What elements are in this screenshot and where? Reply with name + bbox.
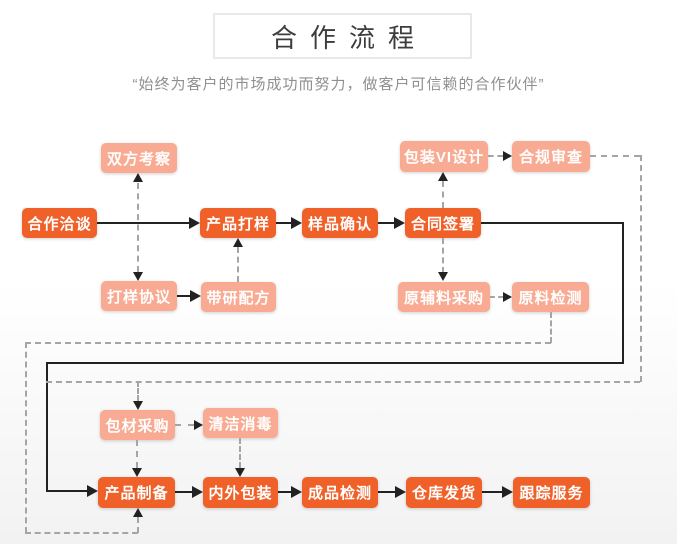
- node-cooperation-talks: 合作洽谈: [22, 208, 97, 238]
- dashed-testing-loop-seg3: [25, 342, 27, 533]
- dashed-packing-to-cleaning-line: [175, 424, 194, 426]
- node-contract-signing: 合同签署: [405, 208, 481, 238]
- dashed-packing-to-preparation-line: [136, 440, 138, 468]
- node-raw-material-procurement: 原辅料采购: [398, 282, 490, 312]
- dashed-into-packing-procurement-head-icon: [133, 401, 143, 410]
- connector-contract-loop-seg4: [46, 362, 48, 491]
- connector-contract-loop-seg5: [46, 490, 87, 492]
- node-packing-material-procurement: 包材采购: [100, 410, 175, 440]
- connector-contract-loop-seg2: [622, 222, 624, 364]
- dashed-packing-to-cleaning-head-icon: [194, 420, 203, 430]
- arrow-talks-to-sampling-head-icon: [189, 217, 200, 229]
- node-cleaning-disinfection: 清洁消毒: [203, 408, 278, 438]
- arrow-packaging-to-testing-line: [278, 491, 291, 493]
- node-warehouse-shipping: 仓库发货: [406, 477, 482, 508]
- dashed-testing-loop-seg5: [137, 517, 139, 533]
- node-tracking-service: 跟踪服务: [513, 477, 590, 508]
- dashed-testing-loop-seg4: [25, 532, 138, 534]
- arrow-into-preparation-head-icon: [87, 485, 98, 497]
- dashed-up-to-inspection-head-icon: [133, 173, 143, 182]
- dashed-contract-to-vi-head-icon: [438, 172, 448, 181]
- dashed-testing-loop-seg2: [25, 342, 551, 344]
- page-title: 合作流程: [270, 22, 427, 53]
- arrow-talks-to-sampling-line: [97, 222, 189, 224]
- dashed-compliance-loop-seg2: [640, 155, 642, 382]
- node-inner-outer-packaging: 内外包装: [203, 477, 278, 508]
- dashed-compliance-loop-seg3: [46, 381, 640, 383]
- arrow-confirmation-to-contract-head-icon: [394, 217, 405, 229]
- dashed-contract-to-procurement-head-icon: [438, 272, 448, 281]
- arrow-sampling-to-confirmation-head-icon: [291, 217, 302, 229]
- node-mutual-inspection: 双方考察: [101, 143, 177, 173]
- dashed-cleaning-to-packaging-line: [239, 438, 241, 468]
- arrow-packaging-to-testing-head-icon: [291, 486, 302, 498]
- dashed-contract-to-vi-line: [442, 181, 444, 208]
- dashed-inspection-agreement-line: [137, 183, 139, 272]
- node-packaging-vi-design: 包装VI设计: [400, 141, 488, 172]
- dashed-cleaning-to-packaging-head-icon: [235, 468, 245, 477]
- dashed-vi-to-compliance-head-icon: [503, 151, 512, 161]
- dashed-testing-loop-seg1: [550, 312, 552, 343]
- title-box: 合作流程: [213, 13, 472, 59]
- arrow-shipping-to-tracking-line: [482, 491, 502, 493]
- dashed-into-preparation-bottom-head-icon: [133, 508, 143, 517]
- dashed-procurement-to-testing-line: [490, 296, 503, 298]
- dashed-compliance-loop-seg1: [590, 155, 640, 157]
- page-subtitle: “始终为客户的市场成功而努力，做客户可信赖的合作伙伴”: [132, 76, 545, 93]
- dashed-compliance-loop-seg4: [137, 381, 139, 401]
- node-product-sampling: 产品打样: [200, 208, 276, 238]
- node-rd-formula: 带研配方: [201, 282, 276, 312]
- arrow-testing-to-shipping-head-icon: [395, 486, 406, 498]
- node-compliance-review: 合规审查: [512, 141, 590, 172]
- node-sampling-agreement: 打样协议: [101, 281, 177, 311]
- arrow-testing-to-shipping-line: [378, 491, 395, 493]
- node-sample-confirmation: 样品确认: [302, 208, 378, 238]
- arrow-agreement-to-formula-head-icon: [190, 290, 201, 302]
- node-raw-material-testing: 原料检测: [512, 282, 589, 312]
- connector-contract-loop-seg1: [481, 222, 624, 224]
- dashed-formula-to-sampling-head-icon: [233, 238, 243, 247]
- arrow-preparation-to-packaging-line: [175, 491, 192, 493]
- arrow-sampling-to-confirmation-line: [276, 222, 291, 224]
- arrow-preparation-to-packaging-head-icon: [192, 486, 203, 498]
- dashed-formula-to-sampling-line: [237, 247, 239, 282]
- arrow-confirmation-to-contract-line: [378, 222, 394, 224]
- dashed-down-to-agreement-head-icon: [133, 272, 143, 281]
- dashed-packing-to-preparation-head-icon: [132, 468, 142, 477]
- connector-contract-loop-seg3: [46, 362, 624, 364]
- arrow-agreement-to-formula-line: [177, 295, 190, 297]
- arrow-shipping-to-tracking-head-icon: [502, 486, 513, 498]
- node-product-preparation: 产品制备: [98, 477, 175, 508]
- node-finished-product-testing: 成品检测: [302, 477, 378, 508]
- dashed-procurement-to-testing-head-icon: [503, 292, 512, 302]
- dashed-contract-to-procurement-line: [442, 238, 444, 273]
- dashed-vi-to-compliance-line: [488, 155, 503, 157]
